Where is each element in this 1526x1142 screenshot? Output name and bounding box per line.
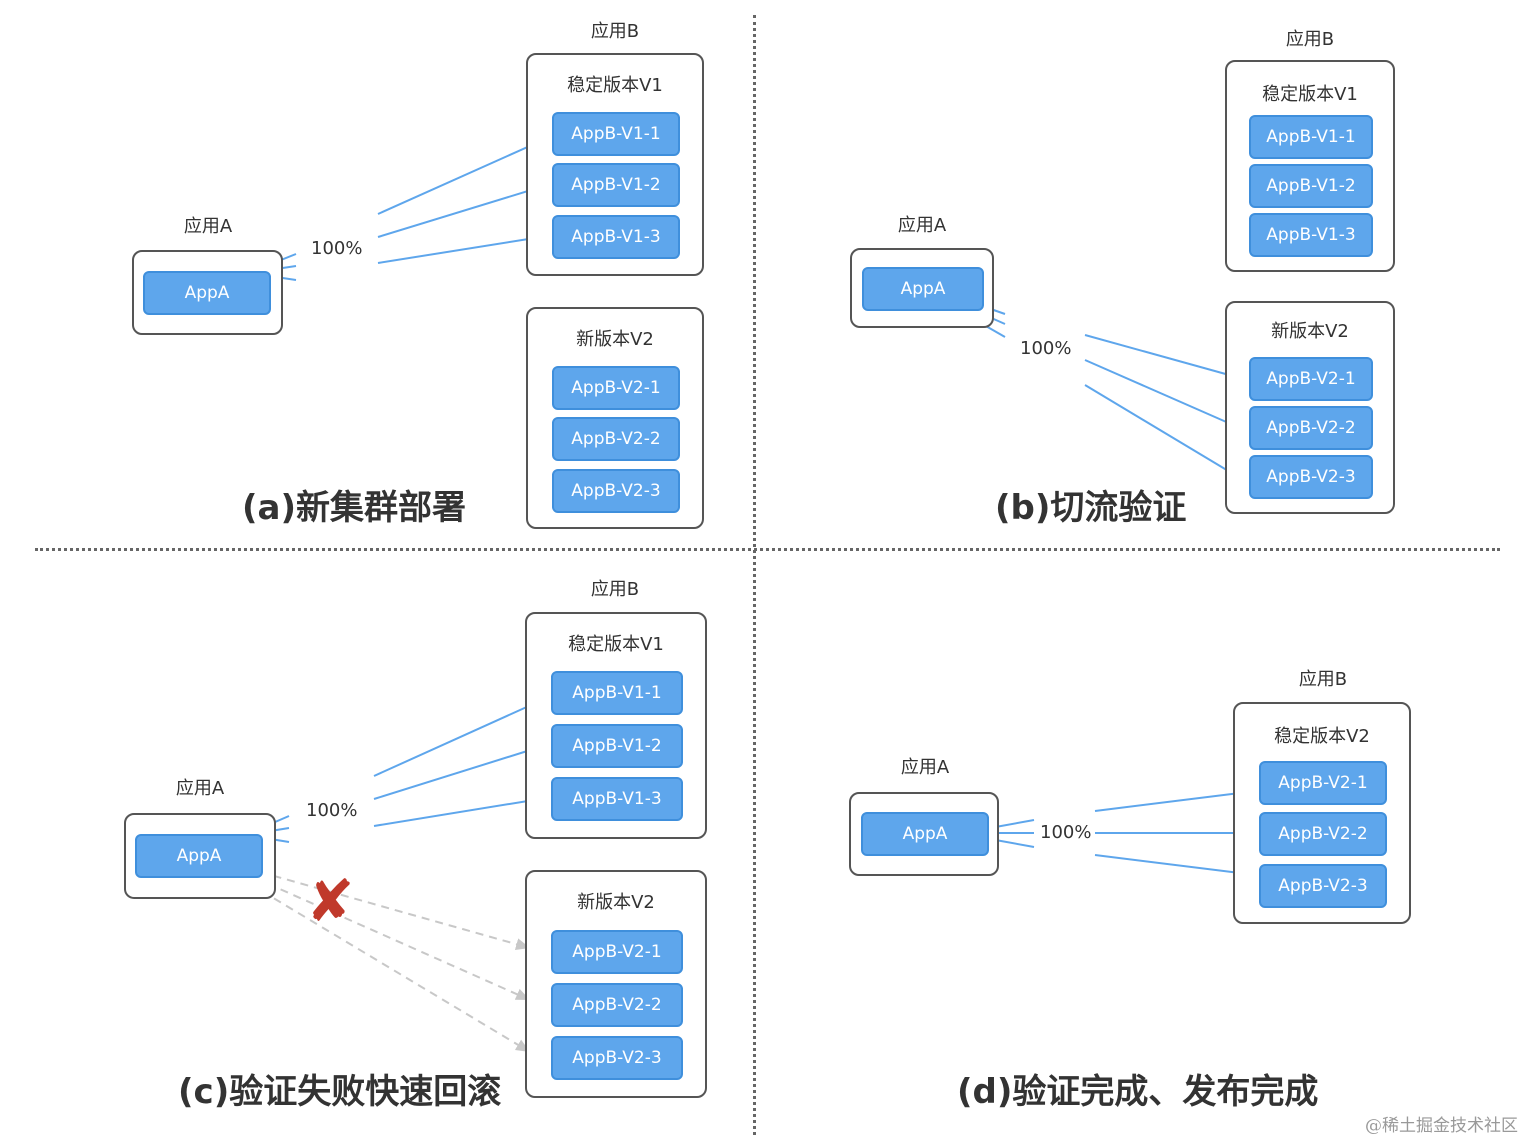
quadrant-b-app-a-label: 应用A xyxy=(897,215,947,236)
quadrant-c-new-group-title: 新版本V2 xyxy=(577,892,655,913)
quadrant-a-app-a-box: AppA xyxy=(132,250,283,335)
quadrant-b-arrows xyxy=(957,299,1241,479)
quadrant-a-app-a-label: 应用A xyxy=(183,216,233,237)
quadrant-a-new-pill-2[interactable]: AppB-V2-2 xyxy=(552,417,680,461)
quadrant-a-stable-pill-3[interactable]: AppB-V1-3 xyxy=(552,215,680,259)
quadrant-b-stable-pill-2[interactable]: AppB-V1-2 xyxy=(1249,164,1373,208)
quadrant-b-new-pill-2[interactable]: AppB-V2-2 xyxy=(1249,406,1373,450)
quadrant-d-caption: (d)验证完成、发布完成 xyxy=(957,1072,1319,1112)
quadrant-c-stable-group: 稳定版本V1 AppB-V1-1 AppB-V1-2 AppB-V1-3 xyxy=(525,612,707,839)
quadrant-b-stable-pill-1[interactable]: AppB-V1-1 xyxy=(1249,115,1373,159)
quadrant-b-new-pill-1[interactable]: AppB-V2-1 xyxy=(1249,357,1373,401)
quadrant-c-traffic-percent: 100% xyxy=(306,800,358,821)
quadrant-c-new-group: 新版本V2 AppB-V2-1 AppB-V2-2 AppB-V2-3 xyxy=(525,870,707,1098)
quadrant-c-rollback-arrows xyxy=(249,871,531,1053)
quadrant-d-stable-pill-3[interactable]: AppB-V2-3 xyxy=(1259,864,1387,908)
quadrant-a-stable-pill-1[interactable]: AppB-V1-1 xyxy=(552,112,680,156)
quadrant-c-stable-group-title: 稳定版本V1 xyxy=(568,634,664,655)
quadrant-d-app-a-label: 应用A xyxy=(900,757,950,778)
quadrant-b-app-a-box: AppA xyxy=(850,248,994,328)
quadrant-c-new-pill-1[interactable]: AppB-V2-1 xyxy=(551,930,683,974)
quadrant-d-stable-group-title: 稳定版本V2 xyxy=(1274,726,1370,747)
quadrant-a-traffic-percent: 100% xyxy=(311,238,363,259)
quadrant-c-stable-pill-1[interactable]: AppB-V1-1 xyxy=(551,671,683,715)
quadrant-a-stable-group: 稳定版本V1 AppB-V1-1 AppB-V1-2 AppB-V1-3 xyxy=(526,53,704,276)
quadrant-c-arrows xyxy=(251,700,541,843)
quadrant-c-app-b-label: 应用B xyxy=(590,579,640,600)
quadrant-b-caption: (b)切流验证 xyxy=(995,488,1187,528)
horizontal-divider xyxy=(35,548,1500,551)
quadrant-d-app-b-label: 应用B xyxy=(1298,669,1348,690)
quadrant-b-new-group-title: 新版本V2 xyxy=(1271,321,1349,342)
quadrant-b-stable-group-title: 稳定版本V1 xyxy=(1262,84,1358,105)
quadrant-c-stable-pill-2[interactable]: AppB-V1-2 xyxy=(551,724,683,768)
quadrant-c-new-pill-3[interactable]: AppB-V2-3 xyxy=(551,1036,683,1080)
quadrant-b-new-pill-3[interactable]: AppB-V2-3 xyxy=(1249,455,1373,499)
vertical-divider xyxy=(753,15,756,1135)
quadrant-b-new-group: 新版本V2 AppB-V2-1 AppB-V2-2 AppB-V2-3 xyxy=(1225,301,1395,514)
quadrant-a-stable-pill-2[interactable]: AppB-V1-2 xyxy=(552,163,680,207)
quadrant-c-new-pill-2[interactable]: AppB-V2-2 xyxy=(551,983,683,1027)
quadrant-c-app-a-label: 应用A xyxy=(175,778,225,799)
quadrant-a-new-pill-3[interactable]: AppB-V2-3 xyxy=(552,469,680,513)
quadrant-a-new-pill-1[interactable]: AppB-V2-1 xyxy=(552,366,680,410)
rollback-x-icon: ✘ xyxy=(306,867,355,935)
quadrant-d-arrows xyxy=(989,786,1257,880)
quadrant-c-app-a-box: AppA xyxy=(124,813,276,899)
quadrant-a-new-group-title: 新版本V2 xyxy=(576,329,654,350)
quadrant-d-app-a-pill[interactable]: AppA xyxy=(861,812,989,856)
quadrant-d-stable-group: 稳定版本V2 AppB-V2-1 AppB-V2-2 AppB-V2-3 xyxy=(1233,702,1411,924)
quadrant-d-app-a-box: AppA xyxy=(849,792,999,876)
quadrant-b-app-b-label: 应用B xyxy=(1285,29,1335,50)
quadrant-c-caption: (c)验证失败快速回滚 xyxy=(178,1072,502,1112)
quadrant-a-app-b-label: 应用B xyxy=(590,21,640,42)
quadrant-d-traffic-percent: 100% xyxy=(1040,822,1092,843)
quadrant-b-stable-pill-3[interactable]: AppB-V1-3 xyxy=(1249,213,1373,257)
quadrant-a-new-group: 新版本V2 AppB-V2-1 AppB-V2-2 AppB-V2-3 xyxy=(526,307,704,529)
quadrant-a-arrows xyxy=(255,140,542,281)
quadrant-a-caption: (a)新集群部署 xyxy=(242,488,467,528)
quadrant-c-stable-pill-3[interactable]: AppB-V1-3 xyxy=(551,777,683,821)
quadrant-c-app-a-pill[interactable]: AppA xyxy=(135,834,263,878)
quadrant-b-app-a-pill[interactable]: AppA xyxy=(862,267,984,311)
quadrant-d-stable-pill-1[interactable]: AppB-V2-1 xyxy=(1259,761,1387,805)
quadrant-b-traffic-percent: 100% xyxy=(1020,338,1072,359)
quadrant-b-stable-group: 稳定版本V1 AppB-V1-1 AppB-V1-2 AppB-V1-3 xyxy=(1225,60,1395,272)
watermark: @稀土掘金技术社区 xyxy=(1365,1116,1518,1136)
quadrant-a-stable-group-title: 稳定版本V1 xyxy=(567,75,663,96)
quadrant-a-app-a-pill[interactable]: AppA xyxy=(143,271,271,315)
quadrant-d-stable-pill-2[interactable]: AppB-V2-2 xyxy=(1259,812,1387,856)
